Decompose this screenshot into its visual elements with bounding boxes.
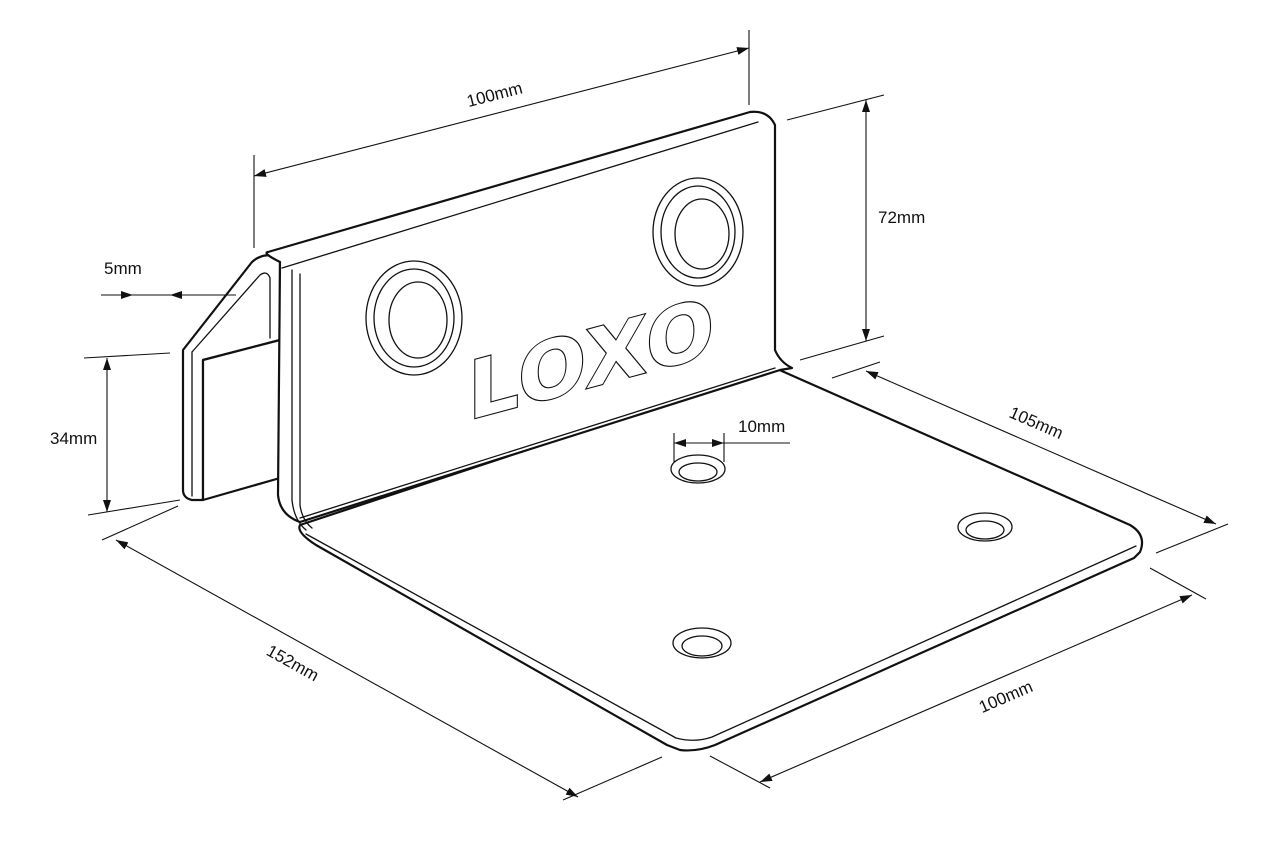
dim-base-depth-label: 105mm [1006, 403, 1066, 443]
dim-base-width-label: 100mm [976, 677, 1036, 717]
wall-hole-left [365, 260, 463, 376]
dim-lip-thickness-label: 5mm [104, 259, 142, 278]
base-hole-front [672, 627, 732, 659]
wall-hole-right [652, 177, 744, 287]
front-lip [181, 254, 282, 502]
dim-hole-diameter-label: 10mm [738, 417, 785, 436]
dim-overall-depth-label: 152mm [263, 641, 322, 685]
bracket: LOXO [181, 110, 1144, 752]
dim-hole-diameter: 10mm [673, 417, 790, 462]
dim-lip-thickness: 5mm [101, 259, 236, 299]
dim-back-height: 72mm [786, 94, 925, 361]
dim-lip-height-label: 34mm [50, 429, 97, 448]
dim-back-height-label: 72mm [878, 208, 925, 227]
dim-top-width-label: 100mm [465, 78, 525, 111]
dim-lip-height: 34mm [50, 352, 181, 516]
base-hole-top [670, 454, 726, 484]
